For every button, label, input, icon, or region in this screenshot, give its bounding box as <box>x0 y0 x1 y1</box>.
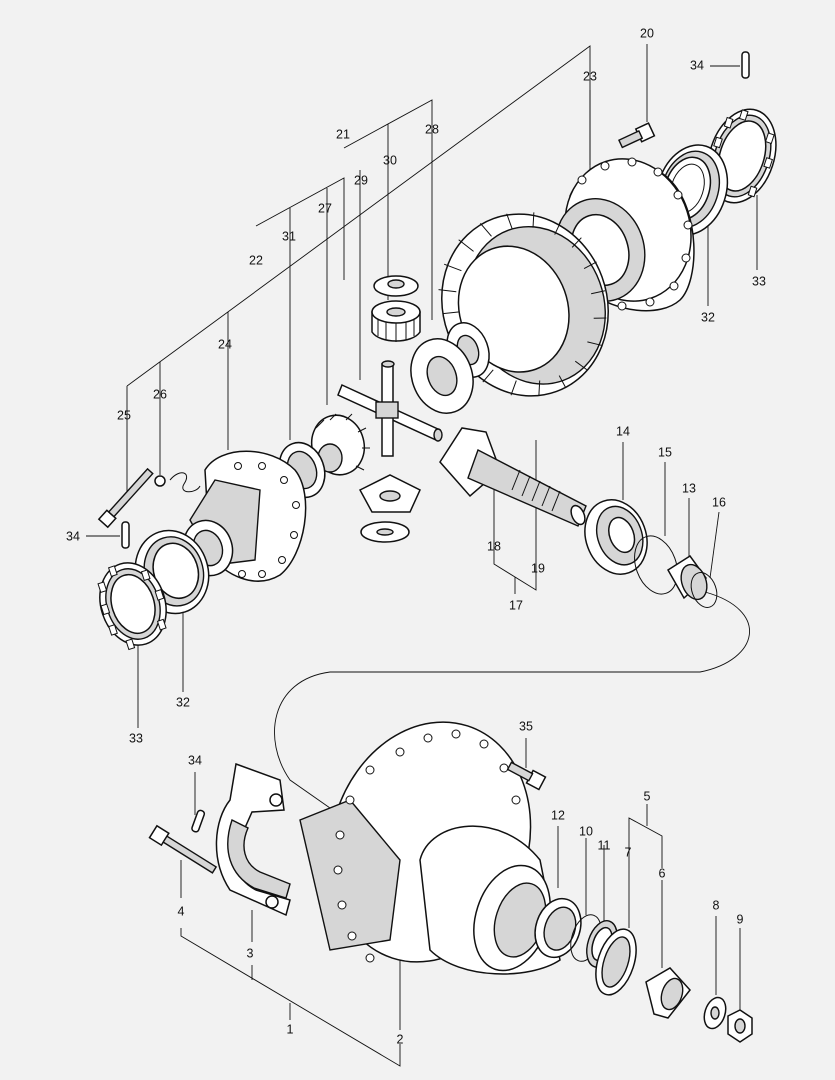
label-35: 35 <box>519 719 533 733</box>
label-34-lower: 34 <box>188 753 202 767</box>
bearing-cap <box>215 762 291 917</box>
bearing-12 <box>534 897 582 959</box>
pin-left <box>121 521 130 549</box>
label-25: 25 <box>117 408 131 422</box>
seal-7 <box>595 928 637 996</box>
side-gear-center <box>410 322 490 414</box>
label-7: 7 <box>625 845 632 859</box>
drive-pinion <box>439 427 587 527</box>
ring-gear <box>438 212 609 397</box>
bolt-20 <box>618 122 656 149</box>
label-18: 18 <box>487 539 501 553</box>
pin-lower <box>191 809 206 833</box>
label-23: 23 <box>583 69 597 83</box>
label-27: 27 <box>318 201 332 215</box>
ring-nut-left <box>97 562 167 651</box>
bearing-14 <box>584 499 648 575</box>
label-13: 13 <box>682 481 696 495</box>
sleeve-13 <box>666 554 708 601</box>
axle-housing <box>299 721 561 975</box>
bolt-25 <box>97 467 154 529</box>
label-19: 19 <box>531 561 545 575</box>
label-3: 3 <box>247 946 254 960</box>
label-31: 31 <box>282 229 296 243</box>
nut-9 <box>727 1009 753 1043</box>
label-14: 14 <box>616 424 630 438</box>
label-32-left: 32 <box>176 695 190 709</box>
spider-cross <box>337 360 443 457</box>
label-33-right: 33 <box>752 274 766 288</box>
washer-26 <box>154 472 201 493</box>
label-30: 30 <box>383 153 397 167</box>
label-34-top: 34 <box>690 58 704 72</box>
bolt-4 <box>148 824 218 874</box>
label-22: 22 <box>249 253 263 267</box>
differential-case-left <box>182 450 307 582</box>
label-5: 5 <box>644 789 651 803</box>
flange-6 <box>645 967 691 1019</box>
side-gear-bottom <box>358 474 421 543</box>
label-10: 10 <box>579 824 593 838</box>
part-labels: 1 2 3 4 5 6 7 8 9 10 11 12 13 14 15 16 1… <box>66 26 766 1046</box>
circlip-16 <box>690 572 718 608</box>
label-8: 8 <box>713 898 720 912</box>
label-26: 26 <box>153 387 167 401</box>
label-24: 24 <box>218 337 232 351</box>
side-gear-top <box>371 275 421 342</box>
label-12: 12 <box>551 808 565 822</box>
label-16: 16 <box>712 495 726 509</box>
label-1: 1 <box>287 1022 294 1036</box>
label-21: 21 <box>336 127 350 141</box>
label-34-left: 34 <box>66 529 80 543</box>
pin-top-right <box>741 51 750 79</box>
label-33-left: 33 <box>129 731 143 745</box>
bolt-35 <box>506 761 547 791</box>
label-15: 15 <box>658 445 672 459</box>
label-11: 11 <box>598 838 611 852</box>
label-6: 6 <box>659 866 666 880</box>
label-17: 17 <box>509 598 523 612</box>
label-20: 20 <box>640 26 654 40</box>
label-28: 28 <box>425 122 439 136</box>
leader-lines <box>86 44 758 1067</box>
label-9: 9 <box>737 912 744 926</box>
label-29: 29 <box>354 173 368 187</box>
label-32-right: 32 <box>701 310 715 324</box>
label-2: 2 <box>397 1032 404 1046</box>
label-4: 4 <box>178 904 185 918</box>
washer-8 <box>703 996 727 1030</box>
